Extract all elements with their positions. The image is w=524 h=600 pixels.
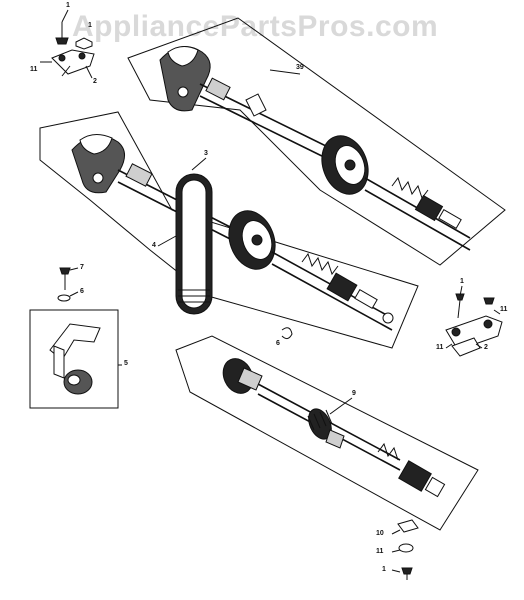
callout-5: 5 bbox=[124, 360, 128, 367]
callout-7: 7 bbox=[80, 264, 84, 271]
callout-1-bottom: 1 bbox=[382, 566, 386, 573]
callout-11-right-a: 11 bbox=[500, 306, 508, 313]
callout-11-top-left: 11 bbox=[30, 66, 38, 73]
panel-3-shaft-assembly bbox=[39, 111, 419, 349]
bottom-fastener-stack bbox=[397, 519, 419, 580]
callout-1-top-left: 1 bbox=[66, 2, 70, 9]
callout-6-left: 6 bbox=[80, 288, 84, 295]
callout-11-right-b: 11 bbox=[436, 344, 444, 351]
callout-1-top-left-b: 1 bbox=[88, 22, 92, 29]
callout-9: 9 bbox=[352, 390, 356, 397]
motor-mount-assembly bbox=[29, 267, 122, 409]
callout-6-middle: 6 bbox=[276, 340, 280, 347]
callout-10: 10 bbox=[376, 530, 384, 537]
top-left-bracket-assembly bbox=[40, 22, 95, 79]
callout-2-right: 2 bbox=[484, 344, 488, 351]
leader-lines bbox=[61, 9, 501, 573]
retaining-clip bbox=[281, 327, 293, 340]
right-bracket-assembly bbox=[445, 293, 503, 357]
panel-39-shaft-assembly bbox=[127, 17, 506, 266]
panel-9-geared-shaft bbox=[175, 335, 479, 531]
callout-4: 4 bbox=[152, 242, 156, 249]
drive-belt bbox=[175, 173, 213, 315]
callout-11-bottom: 11 bbox=[376, 548, 384, 555]
watermark: AppliancePartsPros.com bbox=[72, 10, 439, 43]
callout-2-top-left: 2 bbox=[93, 78, 97, 85]
callout-3: 3 bbox=[204, 150, 208, 157]
callout-1-right: 1 bbox=[460, 278, 464, 285]
callout-39: 39 bbox=[296, 64, 304, 71]
